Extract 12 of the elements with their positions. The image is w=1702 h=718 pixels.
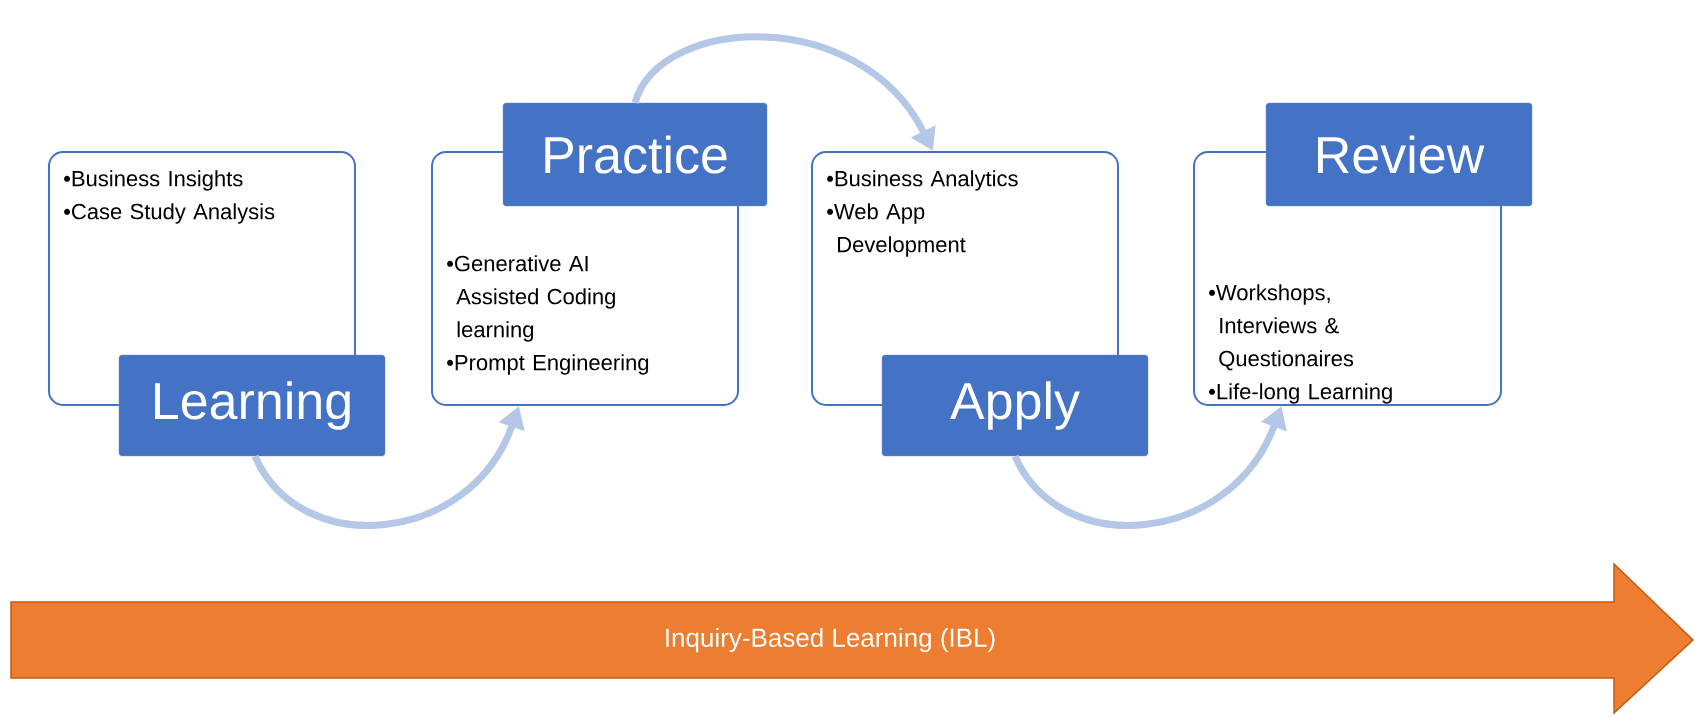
bullet-item: •Prompt Engineering <box>447 354 649 375</box>
bullet-item: •Web App Development <box>827 203 966 257</box>
step-label: Learning <box>118 354 386 457</box>
bullet-item: •Case Study Analysis <box>64 203 275 224</box>
bullet-item: •Business Insights <box>64 170 243 191</box>
bullet-item: •Workshops, Interviews & Questionaires <box>1209 284 1354 371</box>
bullet-item: •Generative AI Assisted Coding learning <box>447 255 615 342</box>
bullet-item: •Life-long Learning <box>1209 383 1392 404</box>
bullet-item: •Business Analytics <box>827 170 1018 191</box>
step-label: Practice <box>502 102 768 207</box>
step-label: Review <box>1265 102 1533 207</box>
step-label: Apply <box>881 354 1149 457</box>
